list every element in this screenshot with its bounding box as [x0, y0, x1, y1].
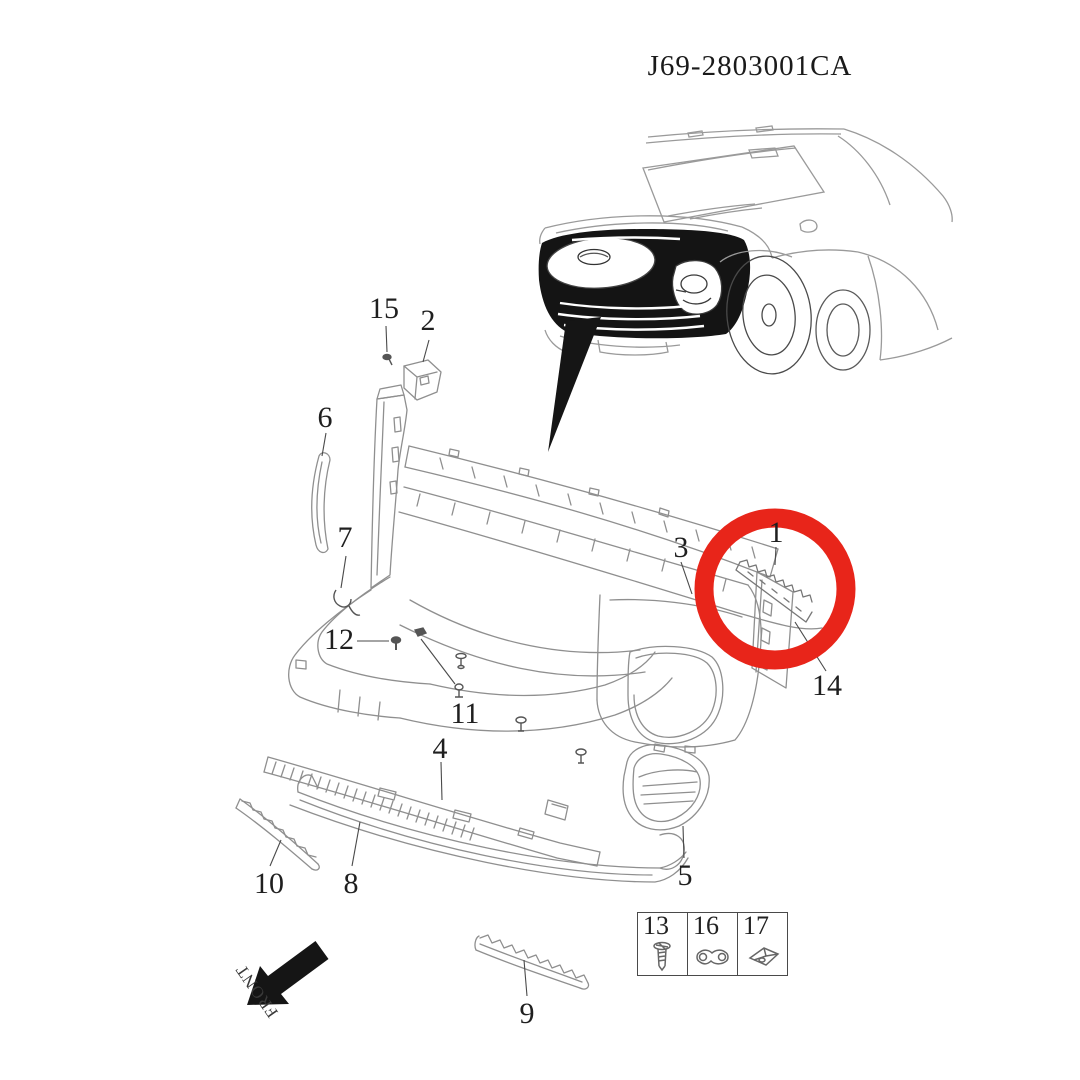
fasteners: [333, 353, 587, 764]
callout-11: 11: [451, 697, 480, 730]
callout-8: 8: [344, 867, 359, 900]
part-10-strip: [235, 798, 320, 871]
push-pin-2: [454, 683, 464, 698]
legend-cell-17: 17: [737, 911, 787, 975]
callout-7: 7: [338, 521, 353, 554]
sunroof-outline: [748, 147, 779, 159]
callout-5: 5: [678, 859, 693, 892]
front-wheel: [719, 249, 812, 375]
push-pin-3: [515, 716, 527, 732]
legend-cell-13: 13: [638, 911, 687, 975]
legend-number: 13: [643, 911, 669, 940]
part-1-bracket: [735, 559, 813, 623]
callout-9: 9: [520, 997, 535, 1030]
callout-3: 3: [674, 531, 689, 564]
callout-10: 10: [254, 867, 284, 900]
page-title: J69-2803001CA: [647, 50, 853, 82]
legend-number: 17: [743, 911, 769, 940]
clip-fastener: [413, 627, 428, 637]
callout-15: 15: [369, 292, 399, 325]
front-arrow-glyph: [247, 941, 329, 1005]
car-illustration: [538, 125, 953, 375]
highlight-circle: [694, 508, 856, 670]
bumper-lower-left: [288, 576, 673, 732]
pointer-wedge: [548, 317, 601, 452]
front-arrow: FRONT: [231, 941, 329, 1021]
callout-4: 4: [433, 732, 448, 765]
rear-wheel: [815, 289, 871, 371]
part-8-lip-spoiler: [289, 774, 689, 883]
callout-1: 1: [769, 516, 784, 549]
push-pin-1: [455, 652, 467, 670]
legend-table: 13 16 17: [637, 911, 788, 976]
callout-12: 12: [324, 623, 354, 656]
callout-2: 2: [421, 304, 436, 337]
part-6-strip: [311, 452, 331, 554]
callout-6: 6: [318, 401, 333, 434]
part-7-clip: [333, 589, 361, 616]
brand-logo-oval: [577, 248, 611, 266]
bumper-left-upright: [370, 384, 408, 589]
screw-12: [390, 636, 402, 650]
bumper-assembly-drawing: [235, 359, 823, 990]
callout-labels: 15 2 6 7 12 3 1 14 11 4 10 8 5 9: [254, 292, 842, 1030]
legend-number: 16: [693, 911, 719, 940]
grille-mesh-band: [398, 486, 749, 613]
part-5-fog-bezel: [622, 744, 710, 831]
screw-15: [382, 353, 393, 366]
side-mirror: [799, 219, 818, 233]
part-9-strip: [474, 934, 590, 990]
legend-cell-16: 16: [687, 911, 737, 975]
part-2-bracket: [403, 359, 442, 401]
callout-14: 14: [812, 669, 842, 702]
fog-lamp-area: [671, 259, 723, 315]
windshield-outline: [642, 145, 826, 223]
part-4-lower-grille-bar: [263, 756, 601, 867]
push-pin-4: [575, 748, 587, 764]
